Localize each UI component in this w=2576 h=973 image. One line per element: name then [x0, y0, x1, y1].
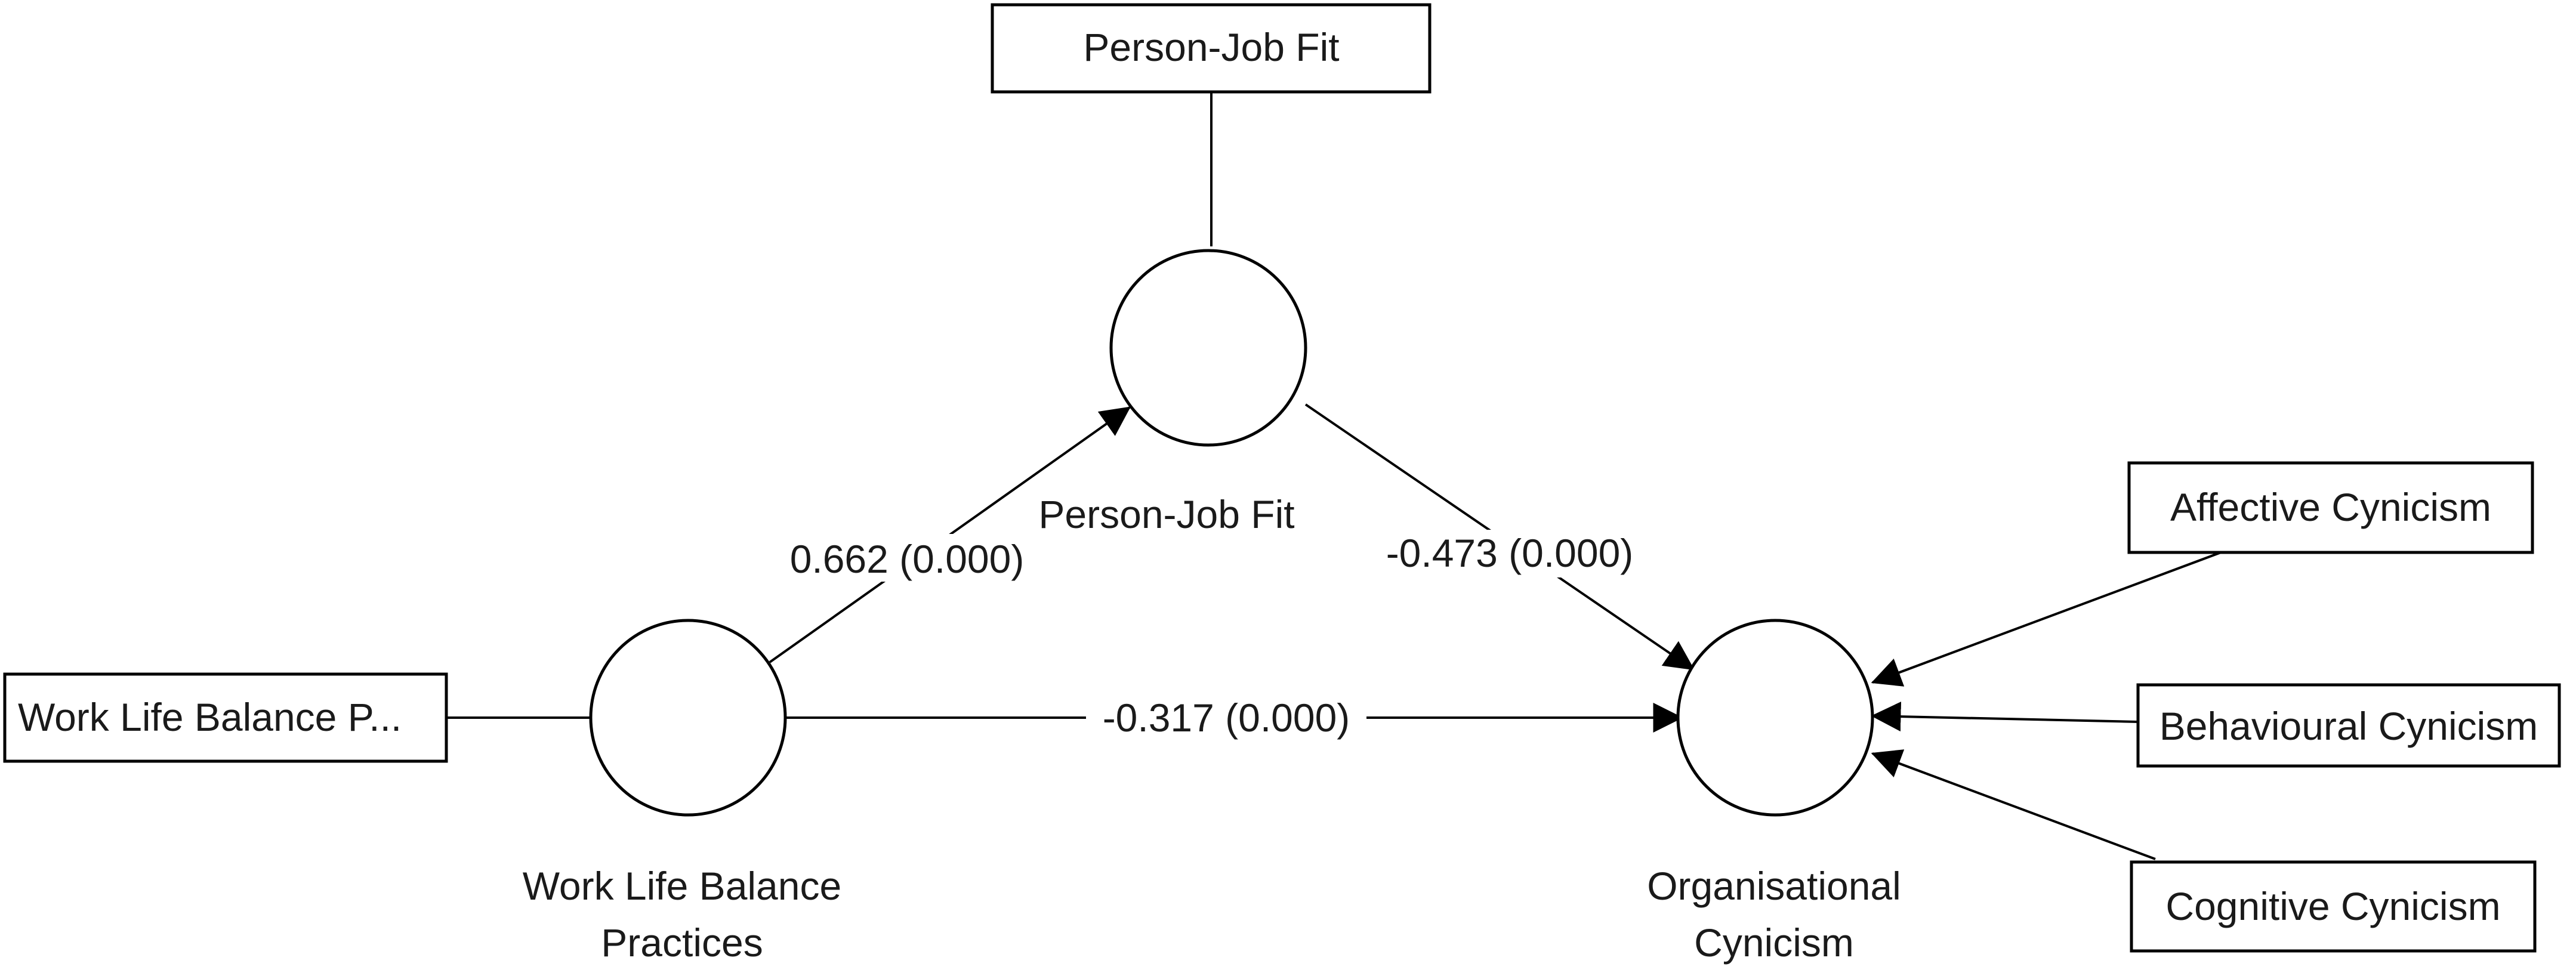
- indicator-box-behavioural-cynicism[interactable]: Behavioural Cynicism: [2136, 683, 2561, 768]
- indicator-box-work-life-balance[interactable]: Work Life Balance P...: [3, 672, 448, 763]
- construct-person-job-fit[interactable]: [1109, 249, 1307, 447]
- path-affective-to-oc: [1871, 551, 2222, 687]
- indicator-label: Affective Cynicism: [2170, 485, 2491, 529]
- indicator-label: Person-Job Fit: [1083, 25, 1339, 69]
- coefficient-pjf-to-oc: -0.473 (0.000): [1386, 531, 1634, 575]
- path-cognitive-to-oc: [1871, 749, 2156, 860]
- path-behavioural-to-oc: [1871, 702, 2139, 732]
- coefficient-wlb-to-oc: -0.317 (0.000): [1103, 696, 1350, 740]
- construct-label-oc-line1: Organisational: [1647, 864, 1901, 908]
- indicator-box-cognitive-cynicism[interactable]: Cognitive Cynicism: [2130, 860, 2537, 953]
- indicator-box-affective-cynicism[interactable]: Affective Cynicism: [2127, 461, 2534, 554]
- construct-label-person-job-fit: Person-Job Fit: [1038, 492, 1294, 536]
- indicator-label: Behavioural Cynicism: [2159, 704, 2538, 748]
- construct-label-oc-line2: Cynicism: [1694, 921, 1854, 965]
- construct-work-life-balance[interactable]: [589, 619, 787, 817]
- construct-label-wlb-line2: Practices: [601, 921, 763, 965]
- construct-label-wlb-line1: Work Life Balance: [523, 864, 841, 908]
- indicator-label: Cognitive Cynicism: [2165, 884, 2500, 928]
- indicator-label: Work Life Balance P...: [18, 695, 402, 739]
- coefficient-wlb-to-pjf: 0.662 (0.000): [790, 537, 1025, 581]
- indicator-box-person-job-fit[interactable]: Person-Job Fit: [991, 3, 1432, 94]
- construct-organisational-cynicism[interactable]: [1676, 619, 1874, 817]
